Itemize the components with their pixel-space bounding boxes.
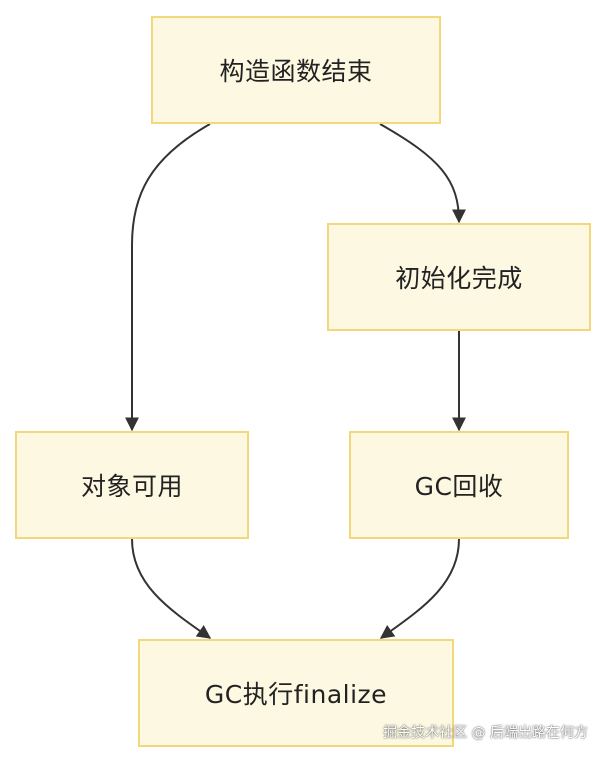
edge-constructor-to-usable [125,123,211,432]
node-gc-finalize: GC执行finalize [138,639,454,747]
node-label: GC回收 [414,472,504,501]
node-init-complete: 初始化完成 [327,223,591,331]
node-label: 构造函数结束 [219,57,373,86]
node-constructor-end: 构造函数结束 [151,16,441,124]
node-label: 对象可用 [80,472,183,501]
node-gc-reclaim: GC回收 [349,431,569,539]
node-object-usable: 对象可用 [15,431,249,539]
edge-gc-to-finalize [379,538,460,639]
edge-usable-to-finalize [131,538,212,639]
edge-constructor-to-init [379,123,466,224]
watermark: 掘金技术社区 @ 后端出路在何方 [383,725,588,741]
node-label: GC执行finalize [204,680,388,709]
node-label: 初始化完成 [395,264,523,293]
